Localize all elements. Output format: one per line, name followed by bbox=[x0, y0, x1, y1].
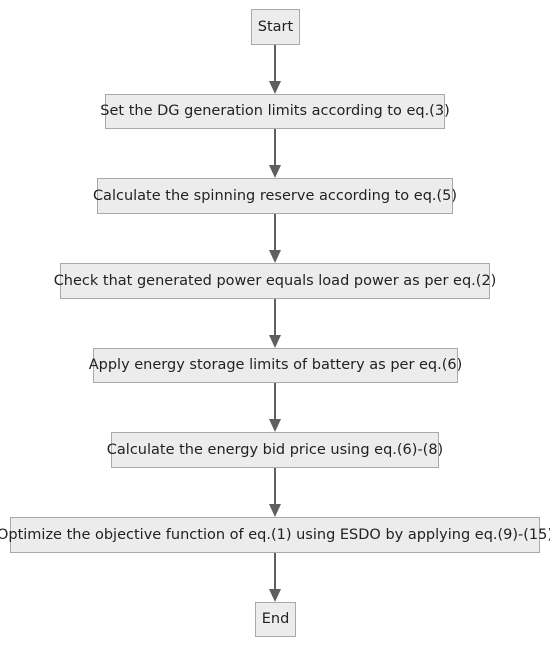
end-node: End bbox=[255, 602, 296, 637]
arrow-step2-to-step3 bbox=[269, 214, 281, 263]
step-calculate-bid-price: Calculate the energy bid price using eq.… bbox=[107, 432, 443, 468]
arrow-step4-to-step5 bbox=[269, 383, 281, 432]
step-set-dg-generation-limits: Set the DG generation limits according t… bbox=[100, 94, 450, 129]
step-apply-storage-limits: Apply energy storage limits of battery a… bbox=[89, 348, 462, 383]
step-optimize-objective: Optimize the objective function of eq.(1… bbox=[0, 517, 550, 553]
step-calculate-spinning-reserve: Calculate the spinning reserve according… bbox=[93, 178, 457, 214]
arrow-step3-to-step4 bbox=[269, 299, 281, 348]
start-node: Start bbox=[251, 9, 300, 45]
arrow-step1-to-step2 bbox=[269, 129, 281, 178]
arrow-start-to-step1 bbox=[269, 45, 281, 94]
step-check-power-balance: Check that generated power equals load p… bbox=[54, 263, 496, 299]
arrow-step6-to-end bbox=[269, 553, 281, 602]
arrow-step5-to-step6 bbox=[269, 468, 281, 517]
